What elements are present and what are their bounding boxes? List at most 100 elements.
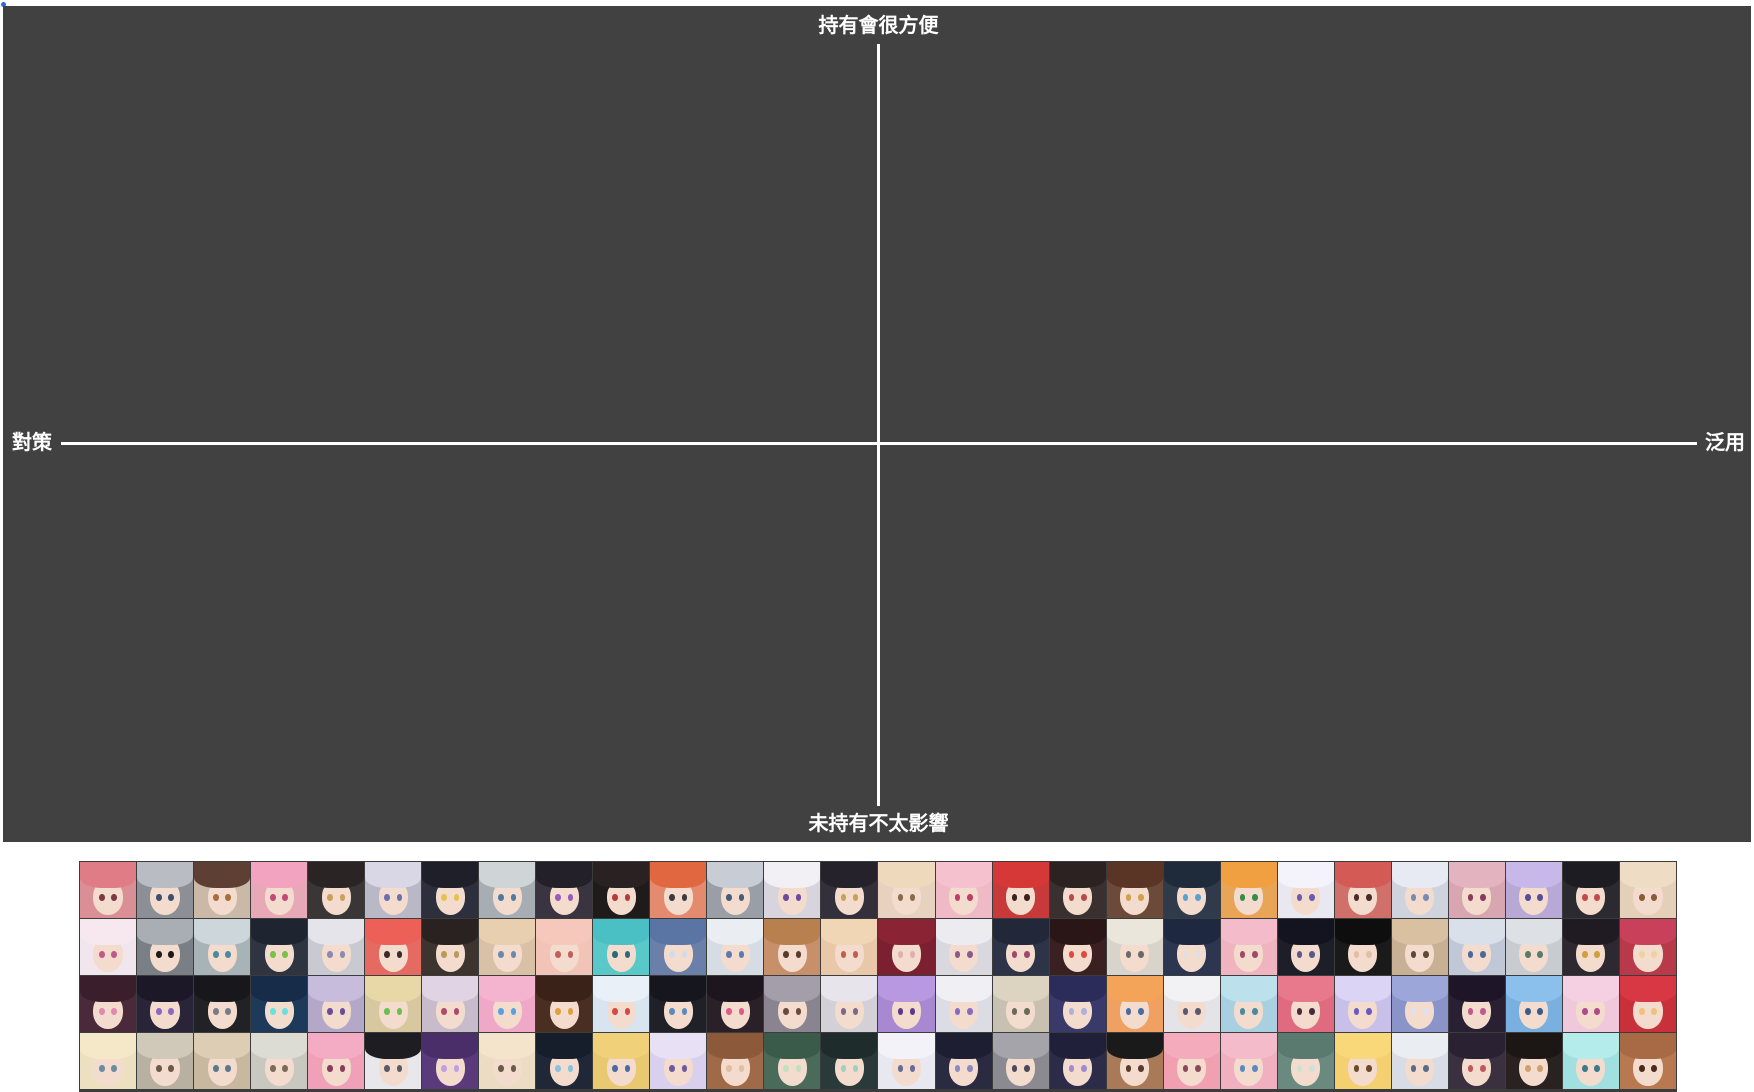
character-tile[interactable] (308, 862, 365, 918)
character-tile[interactable] (1448, 919, 1505, 975)
character-tile[interactable] (1562, 1033, 1619, 1089)
character-tile[interactable] (821, 919, 878, 975)
character-tile[interactable] (1619, 1033, 1676, 1089)
character-tile[interactable] (992, 976, 1049, 1032)
character-tile[interactable] (1220, 976, 1277, 1032)
character-tile[interactable] (1448, 976, 1505, 1032)
character-tile[interactable] (194, 862, 251, 918)
character-tile[interactable] (308, 976, 365, 1032)
character-tile[interactable] (80, 862, 137, 918)
character-tile[interactable] (137, 919, 194, 975)
character-tile[interactable] (1334, 862, 1391, 918)
character-tile[interactable] (764, 919, 821, 975)
character-tile[interactable] (1505, 1033, 1562, 1089)
character-tile[interactable] (707, 919, 764, 975)
character-tile[interactable] (764, 1033, 821, 1089)
character-tile[interactable] (992, 1033, 1049, 1089)
character-tile[interactable] (1277, 862, 1334, 918)
character-tile[interactable] (1163, 862, 1220, 918)
character-tile[interactable] (1619, 919, 1676, 975)
character-tile[interactable] (935, 862, 992, 918)
character-tile[interactable] (1106, 919, 1163, 975)
character-tile[interactable] (80, 919, 137, 975)
character-tile[interactable] (1277, 919, 1334, 975)
character-tile[interactable] (536, 1033, 593, 1089)
character-tile[interactable] (992, 919, 1049, 975)
character-tile[interactable] (1277, 1033, 1334, 1089)
character-tile[interactable] (251, 919, 308, 975)
character-tile[interactable] (764, 976, 821, 1032)
character-tile[interactable] (650, 1033, 707, 1089)
character-tile[interactable] (1391, 1033, 1448, 1089)
character-tile[interactable] (1448, 1033, 1505, 1089)
character-tile[interactable] (422, 919, 479, 975)
character-tile[interactable] (1106, 862, 1163, 918)
character-tile[interactable] (1334, 919, 1391, 975)
character-tile[interactable] (878, 862, 935, 918)
character-tile[interactable] (1334, 1033, 1391, 1089)
character-tile[interactable] (650, 862, 707, 918)
character-tile[interactable] (251, 1033, 308, 1089)
character-tile[interactable] (1562, 862, 1619, 918)
character-tile[interactable] (1505, 919, 1562, 975)
character-tile[interactable] (80, 1033, 137, 1089)
character-tile[interactable] (593, 1033, 650, 1089)
character-tile[interactable] (1505, 976, 1562, 1032)
character-tile[interactable] (308, 1033, 365, 1089)
character-tile[interactable] (479, 919, 536, 975)
character-tile[interactable] (1106, 1033, 1163, 1089)
character-tile[interactable] (1049, 976, 1106, 1032)
character-tile[interactable] (479, 976, 536, 1032)
character-tile[interactable] (1448, 862, 1505, 918)
character-tile[interactable] (422, 1033, 479, 1089)
resize-handle[interactable] (1, 2, 6, 7)
character-tile[interactable] (194, 976, 251, 1032)
character-tile[interactable] (992, 862, 1049, 918)
character-tile[interactable] (251, 862, 308, 918)
character-tile[interactable] (1277, 976, 1334, 1032)
character-tile[interactable] (593, 976, 650, 1032)
character-tile[interactable] (1049, 1033, 1106, 1089)
character-tile[interactable] (479, 1033, 536, 1089)
character-tile[interactable] (536, 919, 593, 975)
character-tile[interactable] (479, 862, 536, 918)
character-tile[interactable] (365, 976, 422, 1032)
character-tile[interactable] (251, 976, 308, 1032)
character-tile[interactable] (878, 919, 935, 975)
character-tile[interactable] (1220, 919, 1277, 975)
character-tile[interactable] (1391, 976, 1448, 1032)
character-tile[interactable] (821, 976, 878, 1032)
character-tile[interactable] (1163, 1033, 1220, 1089)
character-tile[interactable] (422, 862, 479, 918)
character-tile[interactable] (707, 976, 764, 1032)
character-tile[interactable] (1163, 976, 1220, 1032)
character-tile[interactable] (365, 1033, 422, 1089)
character-tile[interactable] (536, 976, 593, 1032)
character-tile[interactable] (365, 862, 422, 918)
character-tile[interactable] (1049, 919, 1106, 975)
character-tile[interactable] (137, 862, 194, 918)
character-tile[interactable] (935, 976, 992, 1032)
character-tile[interactable] (137, 976, 194, 1032)
character-tile[interactable] (650, 976, 707, 1032)
character-tile[interactable] (821, 1033, 878, 1089)
character-tile[interactable] (308, 919, 365, 975)
character-tile[interactable] (1163, 919, 1220, 975)
character-tile[interactable] (935, 1033, 992, 1089)
character-tile[interactable] (1391, 919, 1448, 975)
character-tile[interactable] (365, 919, 422, 975)
character-tile[interactable] (1391, 862, 1448, 918)
character-tile[interactable] (1049, 862, 1106, 918)
character-tile[interactable] (878, 976, 935, 1032)
character-tile[interactable] (764, 862, 821, 918)
character-tile[interactable] (194, 919, 251, 975)
character-tile[interactable] (80, 976, 137, 1032)
character-tile[interactable] (707, 862, 764, 918)
character-tile[interactable] (1220, 862, 1277, 918)
character-tile[interactable] (1220, 1033, 1277, 1089)
character-tile[interactable] (137, 1033, 194, 1089)
character-tile[interactable] (422, 976, 479, 1032)
character-tile[interactable] (593, 862, 650, 918)
character-tile[interactable] (821, 862, 878, 918)
character-tile[interactable] (935, 919, 992, 975)
